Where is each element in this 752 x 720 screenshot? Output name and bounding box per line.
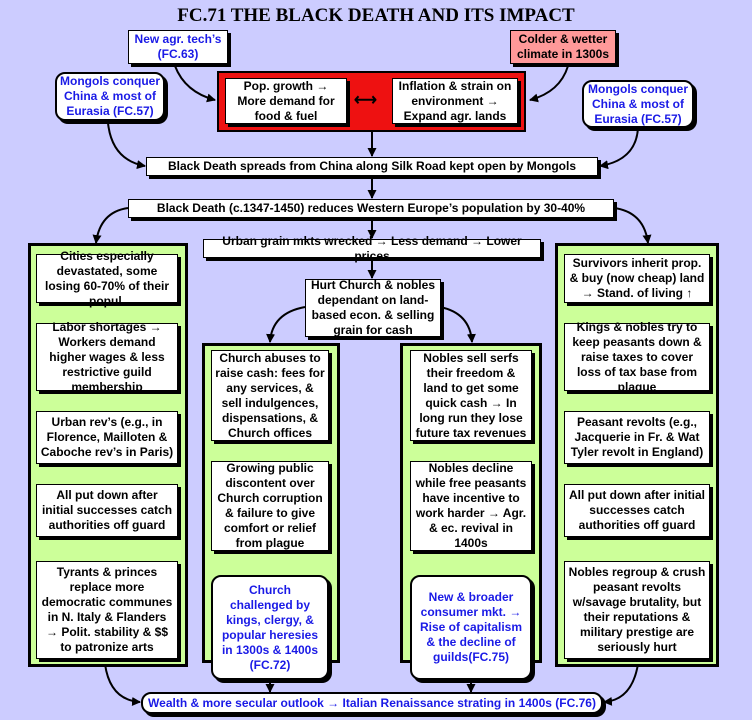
box-hurt-church: Hurt Church & nobles dependant on land-b… [305,278,441,337]
box-renaissance: Wealth & more secular outlook → Italian … [141,692,603,714]
box-climate: Colder & wetter climate in 1300s [510,30,616,64]
right-box-3: Peasant revolts (e.g., Jacquerie in Fr. … [564,411,710,464]
arrow-left-to-bottom [104,663,141,706]
church-box-2: Growing public discontent over Church co… [211,461,329,551]
box-spread: Black Death spreads from China along Sil… [146,157,598,176]
church-box-3: Church challenged by kings, clergy, & po… [211,575,329,680]
box-mongols-right: Mongols conquer China & most of Eurasia … [582,80,694,128]
arrow-hurtchurch-to-church [266,306,306,343]
left-box-4: All put down after initial successes cat… [36,484,178,537]
box-mongols-left: Mongols conquer China & most of Eurasia … [55,72,165,121]
arrow-reduces-to-right [613,207,652,244]
box-inflation: Inflation & strain on environment → Expa… [392,78,518,124]
left-box-5: Tyrants & princes replace more democrati… [36,561,178,659]
arrow-mongols-left-to-spread [107,122,146,169]
box-pop-growth: Pop. growth → More demand for food & fue… [225,78,347,124]
right-box-1: Survivors inherit prop. & buy (now cheap… [564,254,710,303]
nobles-box-2: Nobles decline while free peasants have … [410,461,532,551]
nobles-box-3: New & broader consumer mkt. → Rise of ca… [410,575,532,680]
box-agr-tech: New agr. tech’s (FC.63) [128,30,228,64]
arrow-climate-to-inflation [529,65,569,103]
right-box-4: All put down after initial successes cat… [564,484,710,537]
arrow-mongols-right-to-spread [599,127,639,170]
double-arrow-icon: ⟷ [354,92,377,109]
left-box-1: Cities especially devastated, some losin… [36,249,178,308]
left-box-3: Urban rev’s (e.g., in Florence, Maillote… [36,411,178,464]
arrow-agrtech-to-popgrowth [174,65,216,103]
arrow-hurtchurch-to-nobles [439,306,476,343]
box-urban-grain: Urban grain mkts wrecked → Less demand →… [203,234,541,263]
left-box-2: Labor shortages → Workers demand higher … [36,320,178,394]
right-box-2: Kings & nobles try to keep peasants down… [564,320,710,394]
box-reduces: Black Death (c.1347-1450) reduces Wester… [128,199,614,218]
nobles-box-1: Nobles sell serfs their freedom & land t… [410,350,532,441]
page-title: FC.71 THE BLACK DEATH AND ITS IMPACT [177,5,575,26]
right-box-5: Nobles regroup & crush peasant revolts w… [564,561,710,659]
church-box-1: Church abuses to raise cash: fees for an… [211,350,329,441]
arrow-right-to-bottom [603,663,639,706]
arrow-reduces-to-left [92,207,129,244]
